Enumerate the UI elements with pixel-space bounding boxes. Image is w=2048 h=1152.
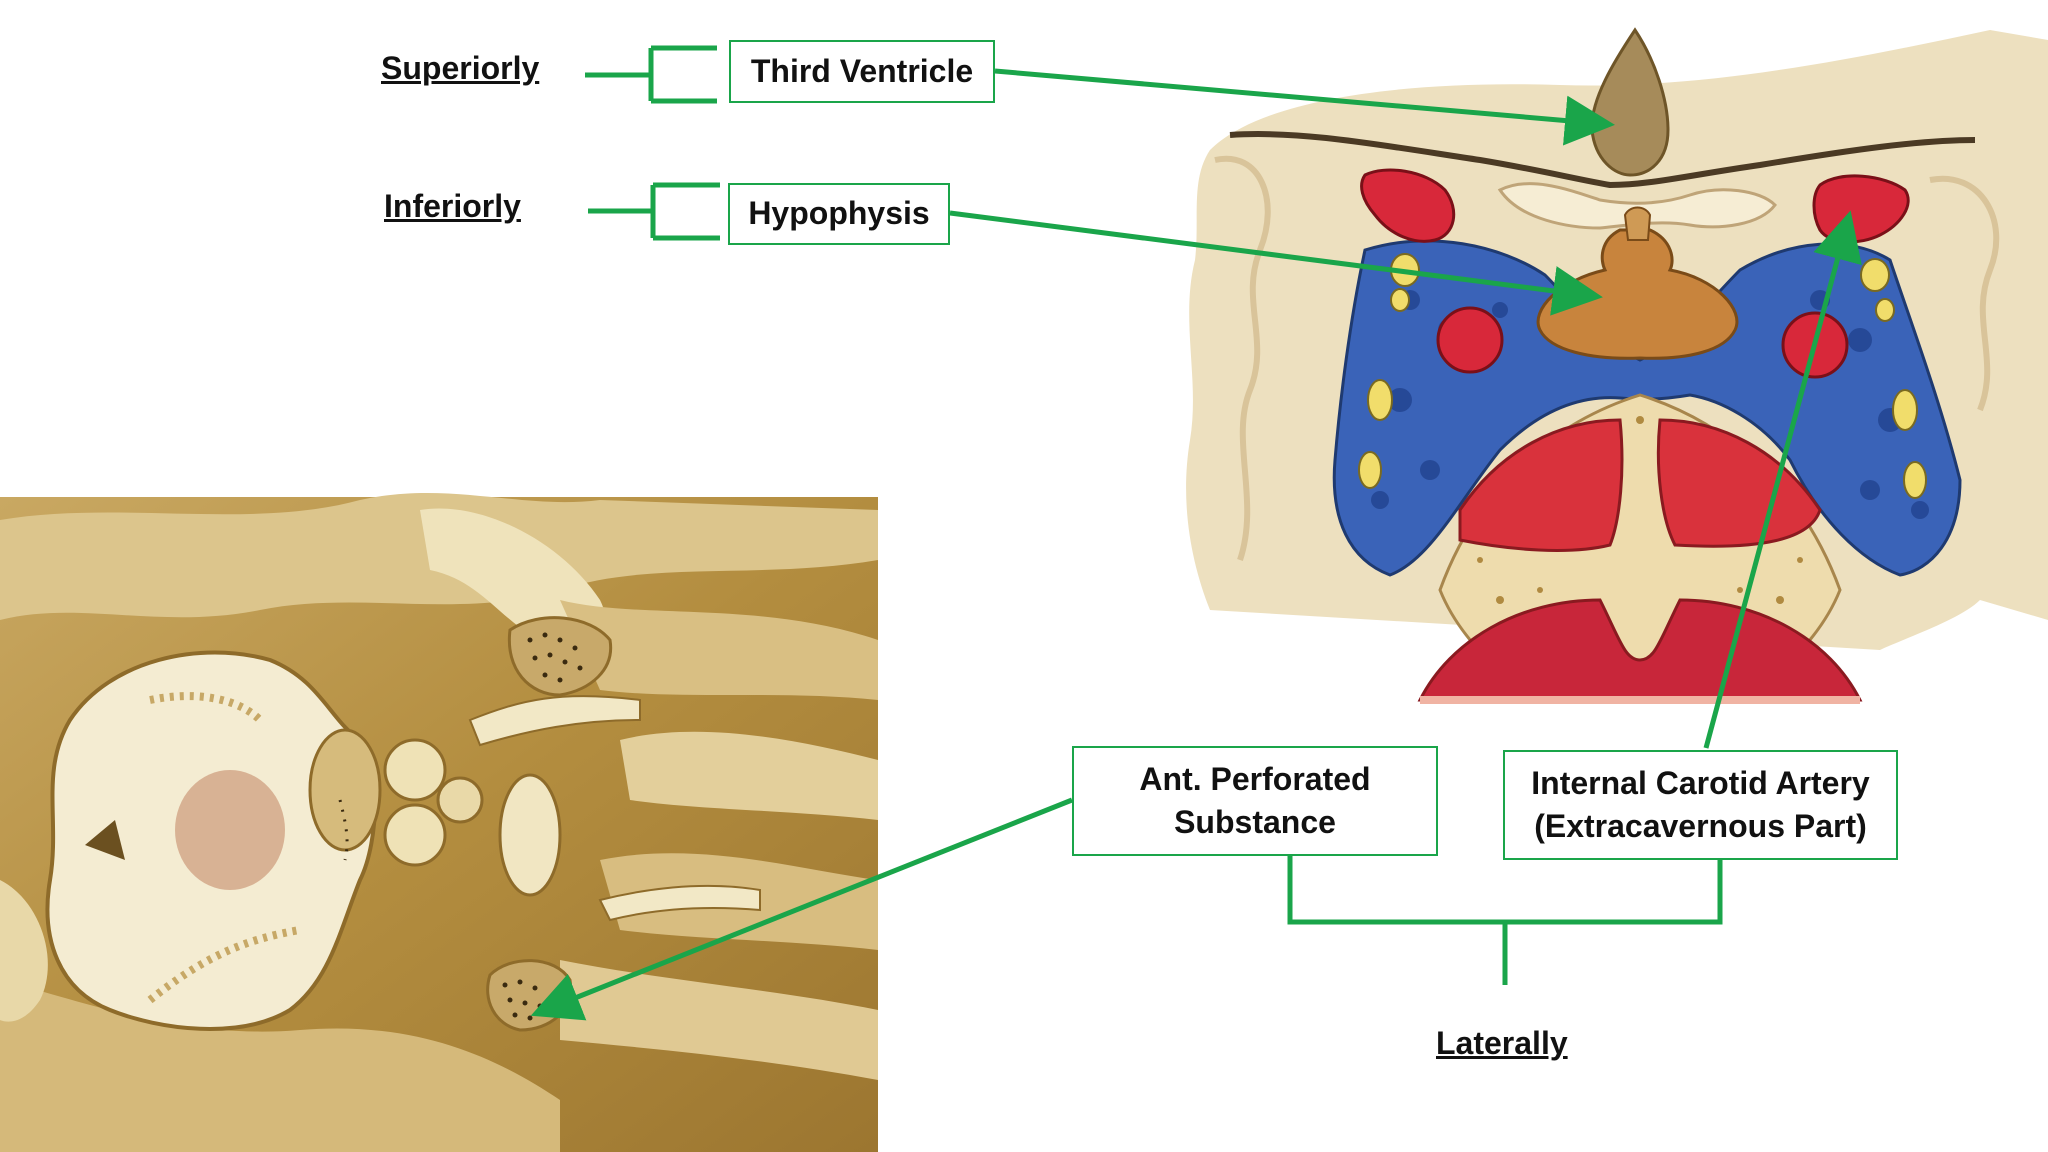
third-ventricle-label: Third Ventricle: [729, 40, 995, 103]
hypophysis-text: Hypophysis: [748, 195, 930, 232]
inferiorly-bracket: [588, 182, 720, 241]
laterally-heading: Laterally: [1436, 1025, 1568, 1061]
ant-perforated-arrow: [530, 797, 1073, 1021]
ant-perforated-substance-label: Ant. Perforated Substance: [1072, 746, 1438, 856]
inferiorly-heading: Inferiorly: [384, 188, 521, 224]
ica-text-line1: Internal Carotid Artery: [1531, 764, 1870, 801]
third-ventricle-arrow: [994, 68, 1615, 146]
hypophysis-label: Hypophysis: [728, 183, 950, 245]
brain-base-illustration: [0, 492, 878, 1152]
laterally-bracket: [1287, 855, 1723, 985]
third-ventricle-text: Third Ventricle: [750, 52, 974, 89]
ant-perforated-text-line1: Ant. Perforated: [1139, 760, 1371, 797]
superiorly-bracket: [585, 45, 717, 104]
internal-carotid-artery-label: Internal Carotid Artery (Extracavernous …: [1503, 750, 1898, 860]
ant-perforated-text-line2: Substance: [1174, 804, 1336, 840]
internal-carotid-arrow: [1703, 210, 1862, 749]
ica-text-line2: (Extracavernous Part): [1534, 808, 1867, 844]
hypophysis-arrow: [949, 210, 1603, 316]
superiorly-heading: Superiorly: [381, 50, 540, 86]
